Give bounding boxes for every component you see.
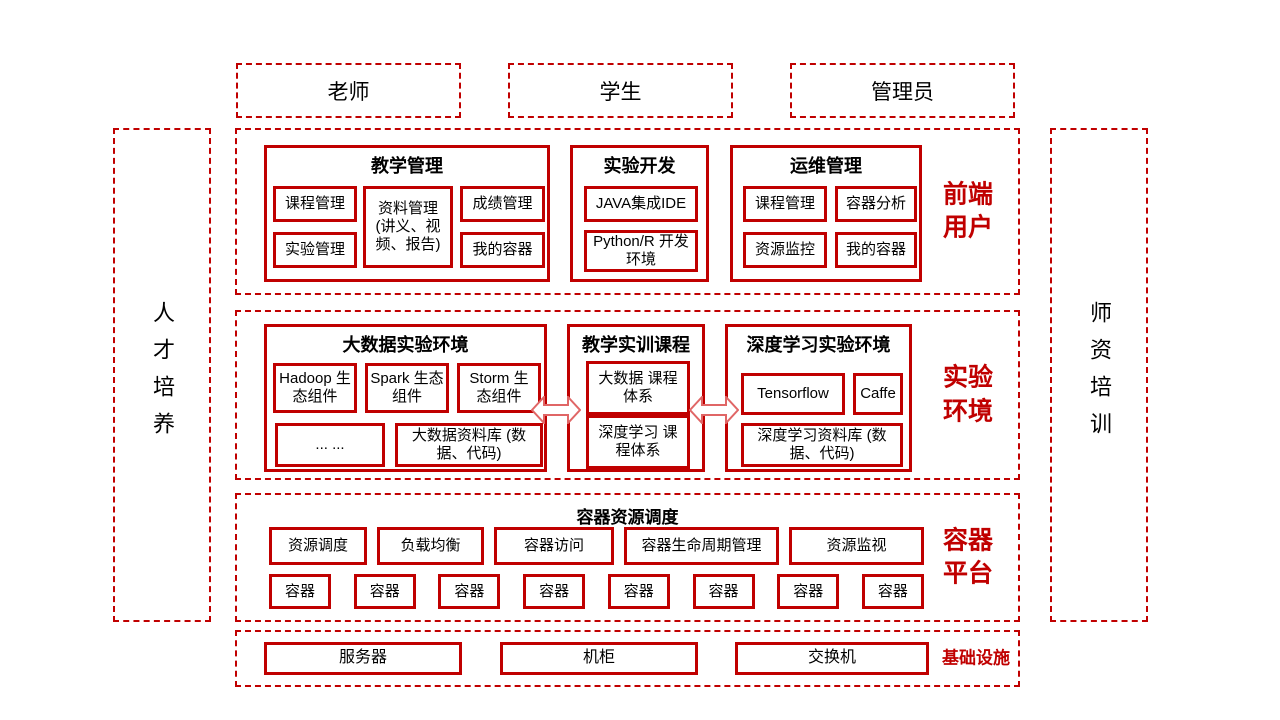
rail-teacher-training-label: 师资培训 [1087, 301, 1112, 449]
cell-dl-course-system: 深度学习 课程体系 [586, 415, 690, 469]
cell-experiment-management: 实验管理 [273, 232, 357, 268]
cell-dl-repository: 深度学习资料库 (数据、代码) [741, 423, 903, 467]
persona-box-student: 学生 [508, 63, 733, 118]
double-arrow-icon [689, 396, 739, 424]
cell-server: 服务器 [264, 642, 462, 675]
layer-experiment-environment: 大数据实验环境 Hadoop 生态组件 Spark 生态组件 Storm 生态组… [235, 310, 1020, 480]
group-experiment-development: 实验开发 JAVA集成IDE Python/R 开发环境 [570, 145, 709, 282]
cell-resource-scheduling: 资源调度 [269, 527, 367, 565]
cell-java-ide: JAVA集成IDE [584, 186, 698, 222]
cell-switch: 交换机 [735, 642, 929, 675]
cell-python-r-env: Python/R 开发环境 [584, 230, 698, 272]
layer-label-experiment-environment: 实验环境 [942, 363, 993, 425]
layer-container-platform: 容器资源调度 资源调度 负载均衡 容器访问 容器生命周期管理 资源监视 容器 容… [235, 493, 1020, 622]
group-training-courses: 教学实训课程 大数据 课程体系 深度学习 课程体系 [567, 324, 705, 472]
cell-ops-my-container: 我的容器 [835, 232, 917, 268]
cell-material-management: 资料管理 (讲义、视频、报告) [363, 186, 453, 268]
layer-label-container-platform: 容器平台 [942, 525, 993, 588]
layer-label-frontend-users: 前端用户 [942, 179, 993, 242]
rail-talent-cultivation-label: 人才培养 [150, 301, 175, 449]
cell-container-2: 容器 [353, 574, 416, 609]
cell-bigdata-repository: 大数据资料库 (数据、代码) [395, 423, 543, 467]
group-bigdata-environment-title: 大数据实验环境 [342, 335, 469, 355]
cell-storm: Storm 生态组件 [457, 363, 541, 413]
cell-container-1: 容器 [269, 574, 331, 609]
cell-tensorflow: Tensorflow [741, 373, 845, 415]
cell-container-lifecycle: 容器生命周期管理 [624, 527, 779, 565]
layer-frontend-users: 教学管理 课程管理 实验管理 资料管理 (讲义、视频、报告) 成绩管理 我的容器… [235, 128, 1020, 295]
layer-infrastructure: 服务器 机柜 交换机 基础设施 [235, 630, 1020, 687]
cell-container-3: 容器 [438, 574, 501, 609]
cell-load-balancing: 负载均衡 [377, 527, 484, 565]
cell-hadoop: Hadoop 生态组件 [273, 363, 357, 413]
cell-container-6: 容器 [692, 574, 755, 609]
group-bigdata-environment: 大数据实验环境 Hadoop 生态组件 Spark 生态组件 Storm 生态组… [264, 324, 547, 472]
group-deeplearning-environment: 深度学习实验环境 Tensorflow Caffe 深度学习资料库 (数据、代码… [725, 324, 912, 472]
persona-box-admin: 管理员 [790, 63, 1015, 118]
cell-bigdata-course-system: 大数据 课程体系 [586, 361, 690, 415]
cell-container-access: 容器访问 [494, 527, 614, 565]
cell-caffe: Caffe [853, 373, 903, 415]
cell-resource-watch: 资源监视 [789, 527, 924, 565]
cell-ellipsis: ... ... [275, 423, 385, 467]
cell-container-4: 容器 [523, 574, 586, 609]
double-arrow-icon [531, 396, 581, 424]
group-ops-management: 运维管理 课程管理 容器分析 资源监控 我的容器 [730, 145, 922, 282]
cell-container-8: 容器 [861, 574, 924, 609]
container-scheduling-title: 容器资源调度 [576, 508, 679, 527]
group-training-courses-title: 教学实训课程 [582, 335, 690, 355]
cell-container-analysis: 容器分析 [835, 186, 917, 222]
cell-resource-monitoring: 资源监控 [743, 232, 827, 268]
platform-functions-row: 资源调度 负载均衡 容器访问 容器生命周期管理 资源监视 [269, 527, 924, 565]
group-teaching-management: 教学管理 课程管理 实验管理 资料管理 (讲义、视频、报告) 成绩管理 我的容器 [264, 145, 550, 282]
rail-talent-cultivation: 人才培养 [113, 128, 211, 622]
cell-spark: Spark 生态组件 [365, 363, 449, 413]
cell-rack: 机柜 [500, 642, 698, 675]
group-deeplearning-environment-title: 深度学习实验环境 [746, 335, 891, 355]
cell-container-5: 容器 [607, 574, 670, 609]
cell-container-7: 容器 [777, 574, 840, 609]
cell-my-container: 我的容器 [460, 232, 545, 268]
rail-teacher-training: 师资培训 [1050, 128, 1148, 622]
cell-grade-management: 成绩管理 [460, 186, 545, 222]
cell-ops-course-management: 课程管理 [743, 186, 827, 222]
group-teaching-management-title: 教学管理 [371, 156, 443, 176]
group-ops-management-title: 运维管理 [790, 156, 862, 176]
persona-box-teacher: 老师 [236, 63, 461, 118]
containers-row: 容器 容器 容器 容器 容器 容器 容器 容器 [269, 574, 924, 609]
cell-course-management: 课程管理 [273, 186, 357, 222]
layer-label-infrastructure: 基础设施 [942, 648, 1010, 668]
group-experiment-development-title: 实验开发 [603, 156, 676, 176]
